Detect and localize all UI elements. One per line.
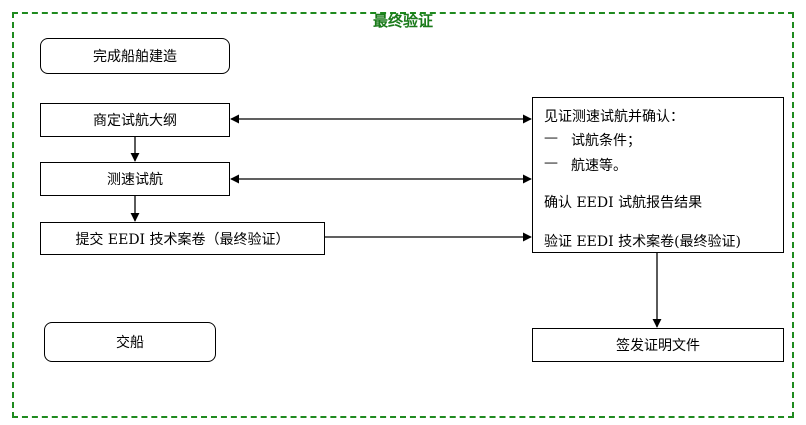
bullet-2: —	[544, 155, 558, 171]
item-trial-conditions: 试航条件；	[571, 133, 641, 149]
node-witness-verify: 见证测速试航并确认： — 试航条件； — 航速等。 确认 EEDI 试航报告结果…	[532, 97, 784, 253]
confirm-report: 确认 EEDI 试航报告结果	[544, 195, 703, 211]
node-speed-trial: 测速试航	[40, 162, 230, 196]
verify-tech-file: 验证 EEDI 技术案卷(最终验证)	[544, 234, 742, 250]
node-deliver-ship: 交船	[44, 322, 216, 362]
node-submit-tech-file: 提交 EEDI 技术案卷（最终验证）	[40, 222, 325, 255]
item-speed: 航速等。	[571, 158, 627, 174]
node-sign-certificate: 签发证明文件	[532, 328, 784, 362]
witness-heading: 见证测速试航并确认：	[544, 109, 684, 125]
node-trial-outline: 商定试航大纲	[40, 103, 230, 137]
diagram-title: 最终验证	[372, 12, 433, 30]
final-verification-frame	[12, 12, 794, 418]
node-complete-ship: 完成船舶建造	[40, 38, 230, 74]
bullet-1: —	[544, 130, 558, 146]
